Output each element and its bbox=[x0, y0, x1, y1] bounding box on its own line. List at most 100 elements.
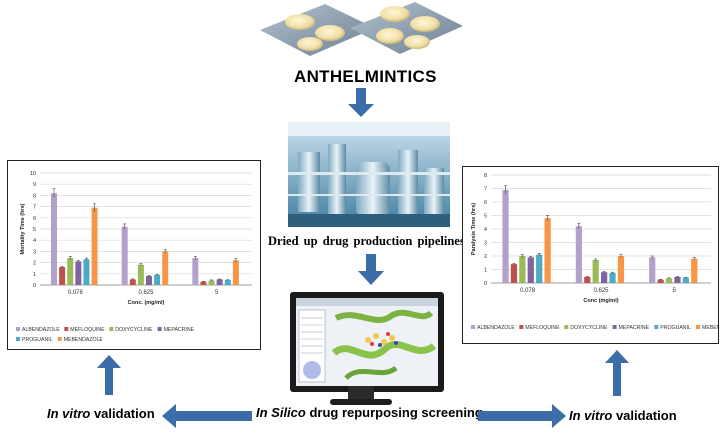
legend-swatch-proguanil bbox=[16, 337, 20, 341]
y-tick-label: 1 bbox=[33, 272, 36, 278]
bar-mefloquine bbox=[200, 281, 207, 285]
y-tick-label: 3 bbox=[484, 241, 487, 247]
bar-proguanil bbox=[83, 259, 90, 285]
legend-label-doxycycline: DOXYCYCLINE bbox=[570, 325, 608, 331]
validation-left-label: In vitro validation bbox=[47, 406, 155, 421]
validation-right-italic: In vitro bbox=[569, 408, 613, 423]
arrow-right bbox=[478, 404, 566, 433]
legend-swatch-mefloquine bbox=[64, 327, 69, 331]
bar-mebendazole bbox=[232, 260, 239, 285]
bar-proguanil bbox=[682, 277, 689, 283]
bar-albendazole bbox=[502, 189, 509, 283]
y-tick-label: 5 bbox=[33, 227, 36, 233]
legend-label-mebendazole: MEBENDAZOLE bbox=[702, 325, 718, 331]
bar-mefloquine bbox=[657, 279, 664, 283]
bar-doxycycline bbox=[67, 258, 74, 285]
y-axis-label: Mortality Time (hrs) bbox=[20, 203, 26, 254]
validation-left-rest: validation bbox=[90, 406, 155, 421]
pill-blister-image bbox=[255, 0, 465, 60]
bar-mefloquine bbox=[59, 267, 66, 285]
bar-proguanil bbox=[154, 274, 161, 285]
y-tick-label: 0 bbox=[484, 281, 487, 287]
legend-label-mefloquine: MEFLOQUINE bbox=[525, 325, 560, 331]
monitor-screen bbox=[290, 292, 444, 392]
bar-mefloquine bbox=[510, 264, 518, 283]
legend-swatch-mebendazole bbox=[696, 325, 700, 329]
legend-label-mefloquine: MEFLOQUINE bbox=[70, 327, 105, 333]
monitor-illustration bbox=[290, 292, 444, 410]
y-tick-label: 2 bbox=[484, 254, 487, 260]
y-tick-label: 0 bbox=[33, 283, 36, 289]
bar-mebendazole bbox=[691, 258, 698, 283]
legend-label-proguanil: PROGUANIL bbox=[660, 325, 691, 331]
screening-rest: drug repurposing screening bbox=[305, 405, 483, 420]
monitor-stand bbox=[348, 386, 374, 400]
bar-mebendazole bbox=[617, 256, 625, 283]
arrow-up-right bbox=[604, 350, 630, 401]
bar-doxycycline bbox=[137, 264, 144, 285]
x-tick-label: 0.625 bbox=[138, 290, 154, 296]
y-tick-label: 1 bbox=[484, 268, 487, 274]
legend-label-albendazole: ALBENDAZOLE bbox=[22, 327, 60, 333]
bar-albendazole bbox=[121, 226, 128, 285]
legend-label-mepacrine: MEPACRINE bbox=[619, 325, 650, 331]
legend-label-mebendazole: MEBENDAZOLE bbox=[64, 337, 104, 343]
legend-swatch-doxycycline bbox=[109, 327, 114, 331]
y-axis-label: Paralysis Time (hrs) bbox=[471, 203, 477, 255]
validation-right-label: In vitro validation bbox=[569, 408, 677, 423]
legend-swatch-albendazole bbox=[16, 327, 20, 331]
x-tick-label: 0.078 bbox=[68, 290, 84, 296]
legend-swatch-doxycycline bbox=[564, 325, 569, 329]
factory-pipeline-image bbox=[288, 122, 450, 227]
bar-doxycycline bbox=[592, 260, 599, 283]
x-tick-label: 5 bbox=[215, 290, 219, 296]
arrow-down-2 bbox=[357, 254, 385, 291]
arrow-down-1 bbox=[347, 88, 375, 123]
bar-doxycycline bbox=[665, 278, 673, 283]
bar-mefloquine bbox=[129, 279, 136, 285]
legend-label-doxycycline: DOXYCYCLINE bbox=[115, 327, 153, 333]
y-tick-label: 4 bbox=[484, 227, 487, 233]
legend-swatch-mefloquine bbox=[519, 325, 524, 329]
legend-swatch-proguanil bbox=[654, 325, 659, 329]
bar-albendazole bbox=[192, 258, 199, 285]
bar-proguanil bbox=[609, 272, 616, 283]
bar-mepacrine bbox=[216, 279, 223, 285]
bar-proguanil bbox=[536, 254, 543, 283]
y-tick-label: 7 bbox=[484, 187, 487, 193]
y-tick-label: 2 bbox=[33, 261, 36, 267]
x-axis-label: Conc. (mg/ml) bbox=[128, 300, 165, 306]
bar-doxycycline bbox=[519, 256, 526, 283]
bar-doxycycline bbox=[208, 280, 215, 285]
y-tick-label: 8 bbox=[33, 193, 36, 199]
bar-mepacrine bbox=[146, 276, 153, 285]
y-tick-label: 5 bbox=[484, 214, 487, 220]
y-tick-label: 4 bbox=[33, 238, 36, 244]
y-tick-label: 6 bbox=[484, 200, 487, 206]
arrow-up-left bbox=[96, 355, 122, 400]
bar-mepacrine bbox=[601, 272, 608, 283]
legend-swatch-mepacrine bbox=[157, 327, 162, 331]
x-tick-label: 0.625 bbox=[593, 288, 609, 294]
legend-swatch-albendazole bbox=[471, 325, 475, 329]
bar-mepacrine bbox=[75, 261, 82, 285]
y-tick-label: 3 bbox=[33, 249, 36, 255]
x-axis-label: Conc (mg/ml) bbox=[583, 298, 618, 304]
legend-label-proguanil: PROGUANIL bbox=[22, 337, 53, 343]
screening-label: In Silico drug repurposing screening bbox=[256, 405, 483, 420]
anthelmintics-title: ANTHELMINTICS bbox=[294, 67, 437, 86]
y-tick-label: 6 bbox=[33, 216, 36, 222]
bar-albendazole bbox=[575, 226, 582, 283]
bar-mebendazole bbox=[162, 251, 169, 285]
legend-label-albendazole: ALBENDAZOLE bbox=[477, 325, 515, 331]
bar-mepacrine bbox=[527, 257, 534, 283]
validation-right-rest: validation bbox=[612, 408, 677, 423]
bar-proguanil bbox=[224, 279, 231, 285]
bar-mepacrine bbox=[674, 276, 681, 283]
bar-mebendazole bbox=[91, 207, 98, 285]
validation-left-italic: In vitro bbox=[47, 406, 91, 421]
